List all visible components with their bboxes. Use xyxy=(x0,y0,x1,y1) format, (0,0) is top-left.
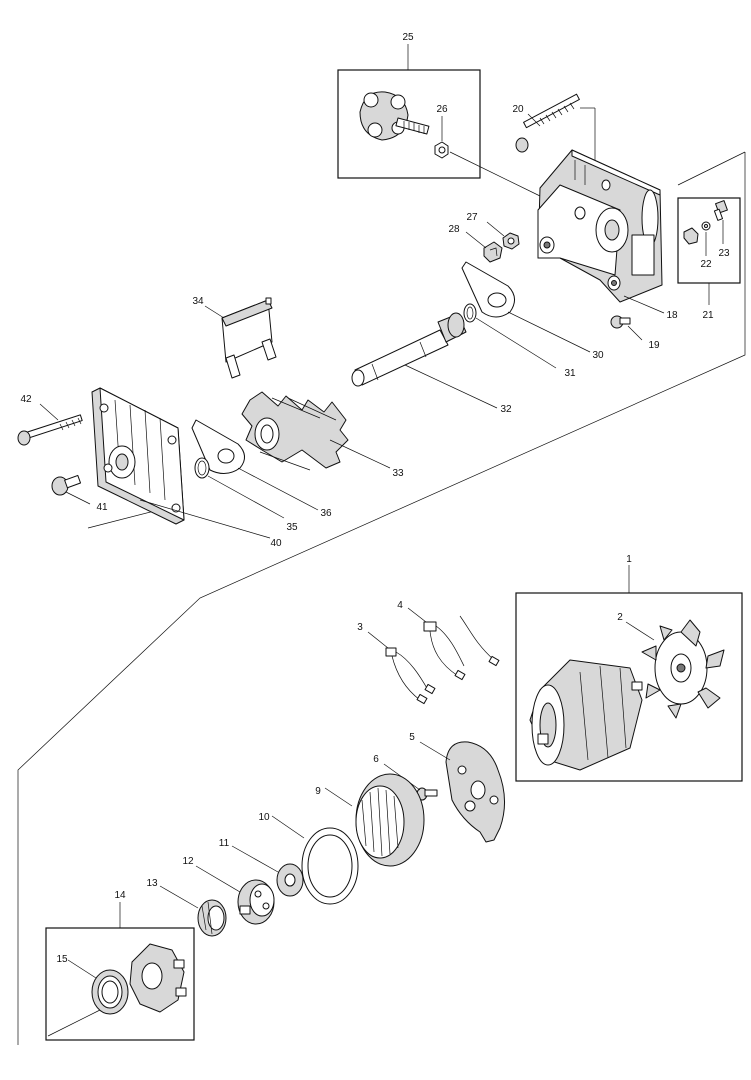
label-30: 30 xyxy=(592,350,604,361)
cover-bracket-icon xyxy=(221,297,277,379)
label-33: 33 xyxy=(392,468,404,479)
gear-housing-icon xyxy=(537,149,663,303)
gasket-plate-2-icon xyxy=(191,419,245,474)
label-26: 26 xyxy=(436,104,448,115)
label-15: 15 xyxy=(56,954,68,965)
end-plate-icon xyxy=(445,741,505,843)
nut-icon xyxy=(683,227,699,245)
output-hub-icon xyxy=(129,943,187,1013)
knob-nut-icon xyxy=(434,141,449,159)
assembly-guide-lines xyxy=(17,107,746,1045)
wire-lead-icon xyxy=(385,647,436,705)
label-11: 11 xyxy=(219,838,230,849)
part-labels: 25 26 20 27 28 22 23 18 21 19 30 31 34 3… xyxy=(20,32,730,965)
drive-shaft-icon xyxy=(351,312,467,387)
label-25: 25 xyxy=(402,32,414,43)
label-14: 14 xyxy=(114,890,126,901)
label-20: 20 xyxy=(512,104,524,115)
ring-gear-icon xyxy=(355,773,425,867)
thrust-washer-icon xyxy=(301,827,359,905)
planet-carrier-icon xyxy=(237,879,275,925)
label-32: 32 xyxy=(500,404,512,415)
label-35: 35 xyxy=(286,522,298,533)
label-22: 22 xyxy=(700,259,712,270)
o-ring-2-icon xyxy=(194,457,210,479)
washer-icon xyxy=(701,221,711,231)
label-6: 6 xyxy=(373,754,379,765)
label-4: 4 xyxy=(397,600,403,611)
wire-lead-2-icon xyxy=(423,615,500,681)
label-31: 31 xyxy=(564,368,576,379)
label-21: 21 xyxy=(702,310,714,321)
label-12: 12 xyxy=(182,856,194,867)
motor-icon xyxy=(529,659,643,771)
label-3: 3 xyxy=(357,622,363,633)
label-27: 27 xyxy=(466,212,478,223)
label-5: 5 xyxy=(409,732,415,743)
label-1: 1 xyxy=(626,554,632,565)
seal-kit-box xyxy=(45,902,195,1041)
o-ring-icon xyxy=(463,303,477,323)
long-bolt-icon xyxy=(515,93,580,153)
gasket-plate-icon xyxy=(461,261,515,318)
label-23: 23 xyxy=(718,248,730,259)
bearing-icon xyxy=(197,899,227,937)
label-41: 41 xyxy=(96,502,108,513)
label-18: 18 xyxy=(666,310,678,321)
label-36: 36 xyxy=(320,508,332,519)
hardware-kit-box xyxy=(677,197,741,305)
pump-screw-icon xyxy=(51,474,82,496)
label-13: 13 xyxy=(146,878,158,889)
pump-bolt-icon xyxy=(17,414,83,446)
label-42: 42 xyxy=(20,394,32,405)
impeller-icon xyxy=(241,391,349,471)
clip-icon xyxy=(483,241,503,263)
screw-icon xyxy=(713,200,728,221)
fan-icon xyxy=(641,619,725,719)
knob-icon xyxy=(359,91,430,141)
label-28: 28 xyxy=(448,224,460,235)
knob-kit-box xyxy=(337,44,541,197)
oil-seal-icon xyxy=(91,969,129,1015)
sun-gear-icon xyxy=(276,863,304,897)
label-19: 19 xyxy=(648,340,660,351)
label-10: 10 xyxy=(258,812,270,823)
hex-nut-icon xyxy=(502,232,520,250)
motor-kit-box xyxy=(515,565,743,782)
pump-cover-icon xyxy=(91,387,185,525)
label-40: 40 xyxy=(270,538,282,549)
label-2: 2 xyxy=(617,612,623,623)
label-34: 34 xyxy=(192,296,204,307)
small-screw-icon xyxy=(610,315,631,329)
label-9: 9 xyxy=(315,786,321,797)
